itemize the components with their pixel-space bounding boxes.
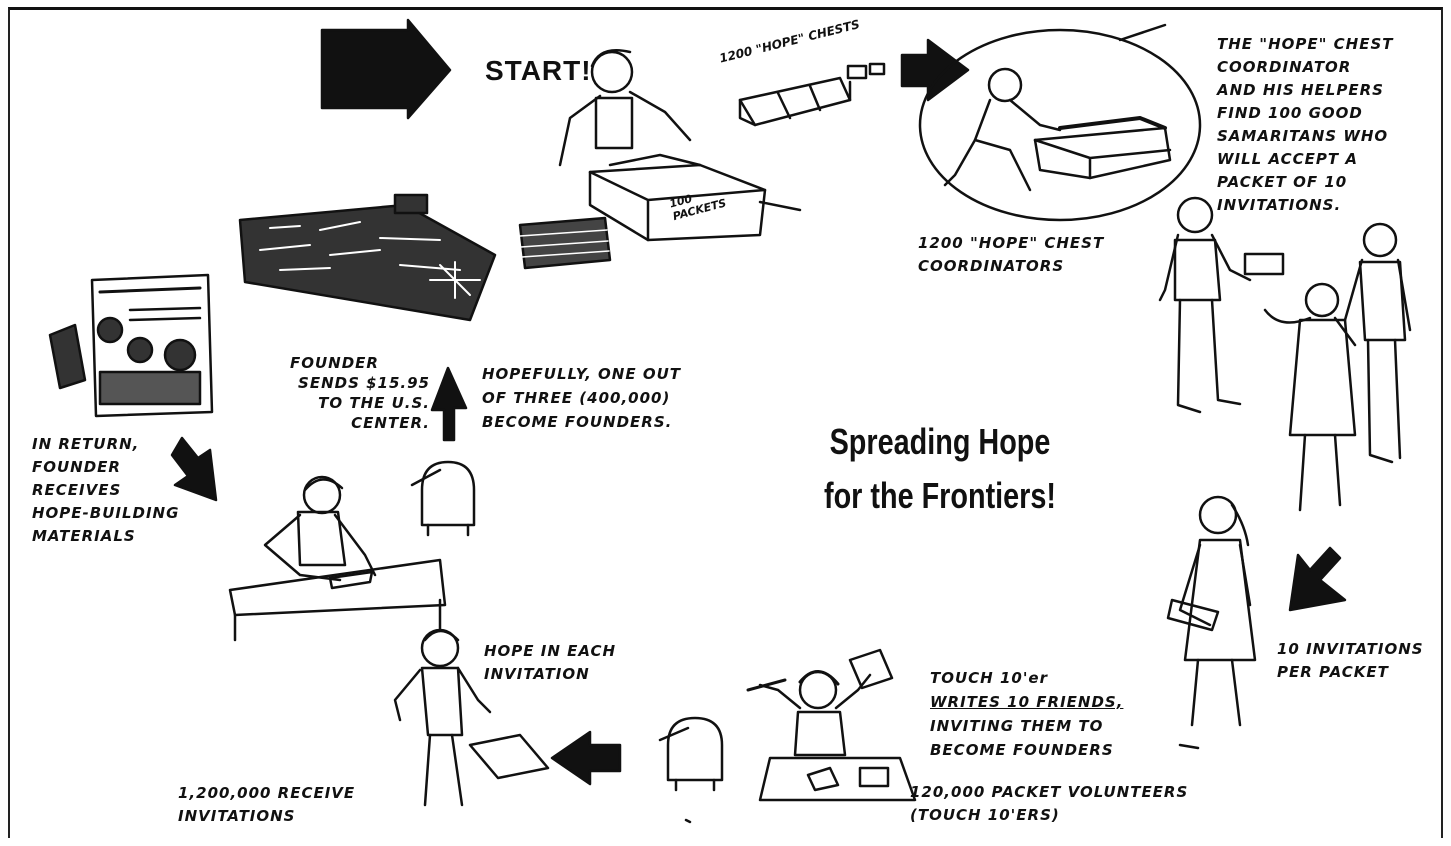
- caption-line: RECEIVES: [32, 481, 122, 499]
- caption-line: COORDINATORS: [918, 257, 1065, 275]
- caption-line: THE "HOPE" CHEST: [1217, 35, 1394, 53]
- caption-line: PER PACKET: [1277, 663, 1389, 681]
- hope-chests-illustration: [738, 62, 886, 127]
- woman-with-packet-illustration: [1166, 495, 1257, 727]
- newsletter-illustration: [48, 273, 214, 418]
- start-label: START!: [485, 55, 592, 86]
- coordinator-caption: THE "HOPE" CHEST COORDINATOR AND HIS HEL…: [1217, 33, 1394, 217]
- caption-line: SAMARITANS WHO: [1217, 127, 1389, 145]
- founder-sends-caption: FOUNDER SENDS $15.95 TO THE U.S. CENTER.: [290, 353, 430, 433]
- hopefully-caption: HOPEFULLY, ONE OUT OF THREE (400,000) BE…: [482, 362, 681, 434]
- founder-mailbox-illustration: [410, 460, 476, 537]
- caption-line: HOPE IN EACH: [484, 642, 617, 660]
- title-line-2: for the Frontiers!: [823, 475, 1056, 516]
- caption-line: HOPE-BUILDING: [32, 504, 180, 522]
- receive-invitations-caption: 1,200,000 RECEIVE INVITATIONS: [178, 782, 355, 828]
- man-with-packets-illustration: [518, 49, 767, 270]
- caption-line: BECOME FOUNDERS: [930, 741, 1114, 759]
- chest-coordinators-caption: 1200 "HOPE" CHEST COORDINATORS: [918, 232, 1104, 278]
- caption-line: FOUNDER: [32, 458, 121, 476]
- caption-line: 10 INVITATIONS: [1277, 640, 1424, 658]
- caption-line: INVITATION: [484, 665, 590, 683]
- caption-line: 1200 "HOPE" CHEST: [918, 234, 1105, 252]
- caption-line: INVITATIONS.: [1217, 196, 1342, 214]
- caption-line: WILL ACCEPT A: [1217, 150, 1358, 168]
- caption-line: MATERIALS: [32, 527, 136, 545]
- hope-building-materials-illustration: [238, 193, 497, 322]
- hope-invitation-caption: HOPE IN EACH INVITATION: [484, 640, 616, 686]
- man-reading-invitation-illustration: [393, 628, 550, 807]
- arrow-left-bottom-icon: [550, 730, 622, 786]
- caption-line: 120,000 PACKET VOLUNTEERS: [910, 783, 1189, 801]
- coordinator-circle-illustration: [918, 23, 1202, 222]
- caption-line: (TOUCH 10'ERS): [910, 806, 1060, 824]
- good-samaritans-illustration: [1158, 196, 1412, 512]
- caption-line: INVITING THEM TO: [930, 717, 1104, 735]
- caption-line: COORDINATOR: [1217, 58, 1352, 76]
- in-return-caption: IN RETURN, FOUNDER RECEIVES HOPE-BUILDIN…: [32, 433, 179, 548]
- arrow-down-left-icon: [1288, 546, 1347, 612]
- touch-tenner-caption: TOUCH 10'er WRITES 10 FRIENDS, INVITING …: [930, 666, 1123, 762]
- arrow-down-right-icon: [170, 436, 218, 502]
- diagram-title: Spreading Hope for the Frontiers!: [812, 415, 1068, 523]
- caption-line: TOUCH 10'er: [930, 669, 1048, 687]
- arrow-to-coordinator-icon: [900, 38, 970, 102]
- founder-writing-illustration: [228, 475, 447, 642]
- caption-line: TO THE U.S.: [318, 394, 430, 412]
- touch-tenner-illustration: [746, 648, 917, 802]
- caption-line: INVITATIONS: [178, 807, 296, 825]
- caption-line: OF THREE (400,000): [482, 389, 671, 407]
- caption-line: BECOME FOUNDERS.: [482, 413, 673, 431]
- caption-line: SENDS $15.95: [298, 374, 430, 392]
- caption-line: CENTER.: [351, 414, 430, 432]
- packet-volunteers-caption: 120,000 PACKET VOLUNTEERS (TOUCH 10'ERS): [910, 781, 1188, 827]
- start-arrow-icon: [320, 18, 452, 120]
- caption-line: FOUNDER: [290, 354, 379, 372]
- diagram-frame: [8, 7, 1443, 838]
- caption-line: PACKET OF 10: [1217, 173, 1348, 191]
- arrow-up-icon: [430, 366, 468, 442]
- invitations-per-packet-caption: 10 INVITATIONS PER PACKET: [1277, 638, 1424, 684]
- caption-line: AND HIS HELPERS: [1217, 81, 1384, 99]
- caption-line: 1,200,000 RECEIVE: [178, 784, 356, 802]
- title-line-1: Spreading Hope: [829, 421, 1051, 462]
- caption-line: WRITES 10 FRIENDS,: [930, 693, 1124, 711]
- mailbox-illustration: [658, 716, 724, 792]
- caption-line: IN RETURN,: [32, 435, 140, 453]
- caption-line: FIND 100 GOOD: [1217, 104, 1363, 122]
- caption-line: HOPEFULLY, ONE OUT: [482, 365, 681, 383]
